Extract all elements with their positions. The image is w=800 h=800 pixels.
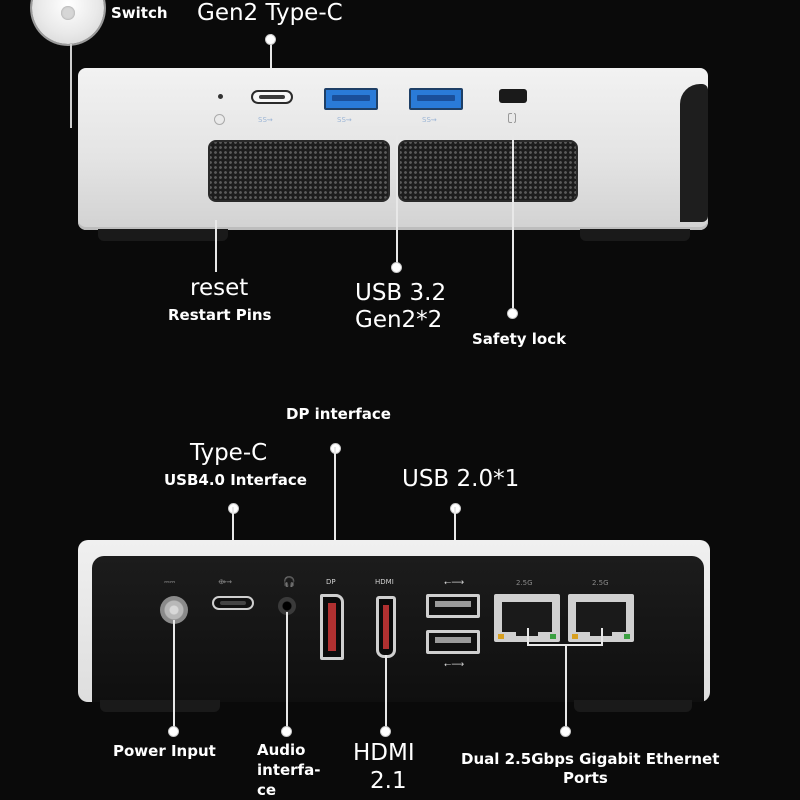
gen2-typec-label: Gen2 Type-C [197,0,343,26]
usb-icon: ⭠⟶ [444,660,465,670]
usb32-label-line1: USB 3.2 [355,280,447,306]
power-switch-button [32,0,104,44]
usb4-port-icon: ⟴⇝ [218,578,232,586]
usb32-label-line2: Gen2*2 [355,307,443,333]
usb4-interface-label: USB4.0 Interface [164,471,307,489]
safety-lock-label: Safety lock [472,330,567,348]
safety-lock-slot [499,89,527,103]
usb20-label: USB 2.0*1 [402,466,520,492]
lan1-marking: 2.5G [516,579,533,587]
restart-pins-label: Restart Pins [168,306,272,324]
usb20-port-1 [426,594,480,618]
dp-marking: DP [326,578,336,586]
hdmi-label-line1: HDMI [353,740,415,766]
usb4-typec-port [212,596,254,610]
power-icon [61,6,75,20]
usb20-port-2 [426,630,480,654]
power-input-label: Power Input [113,742,216,760]
dp-interface-label: DP interface [286,405,391,423]
gen2-typec-port [251,90,293,104]
audio-label-line3: ce [257,781,277,799]
front-chassis [78,68,708,230]
ss-logo-icon: SS⇝ [258,116,273,124]
lan2-marking: 2.5G [592,579,609,587]
headphone-icon: 🎧 [283,577,296,588]
audio-jack [278,597,296,615]
usb-icon: ⭠⟶ [444,578,465,588]
dc-in-icon: ⎓⎓ [164,578,176,586]
chassis-side-panel [680,84,708,222]
ss-logo-icon: SS⇝ [422,116,437,124]
hdmi-label-line2: 2.1 [370,768,407,794]
vent-grille-right [398,140,578,202]
ss-logo-icon: SS⇝ [337,116,352,124]
typec-label: Type-C [190,440,268,466]
usb32-port-2 [409,88,463,110]
usb32-port-1 [324,88,378,110]
vent-grille-left [208,140,390,202]
audio-label-line1: Audio [257,741,306,759]
audio-label-line2: interfa- [257,761,321,779]
reset-label: reset [190,275,249,301]
ethernet-port-2 [568,594,634,642]
reset-pinhole [218,94,223,99]
ethernet-label-line2: Ports [563,769,608,787]
hdmi-marking: HDMI [375,578,394,586]
switch-label: Switch [111,4,168,22]
reset-icon [214,114,225,125]
ethernet-label-line1: Dual 2.5Gbps Gigabit Ethernet [461,750,720,768]
power-input-jack [160,596,188,624]
hdmi-port [376,596,396,658]
dp-port [320,594,344,660]
